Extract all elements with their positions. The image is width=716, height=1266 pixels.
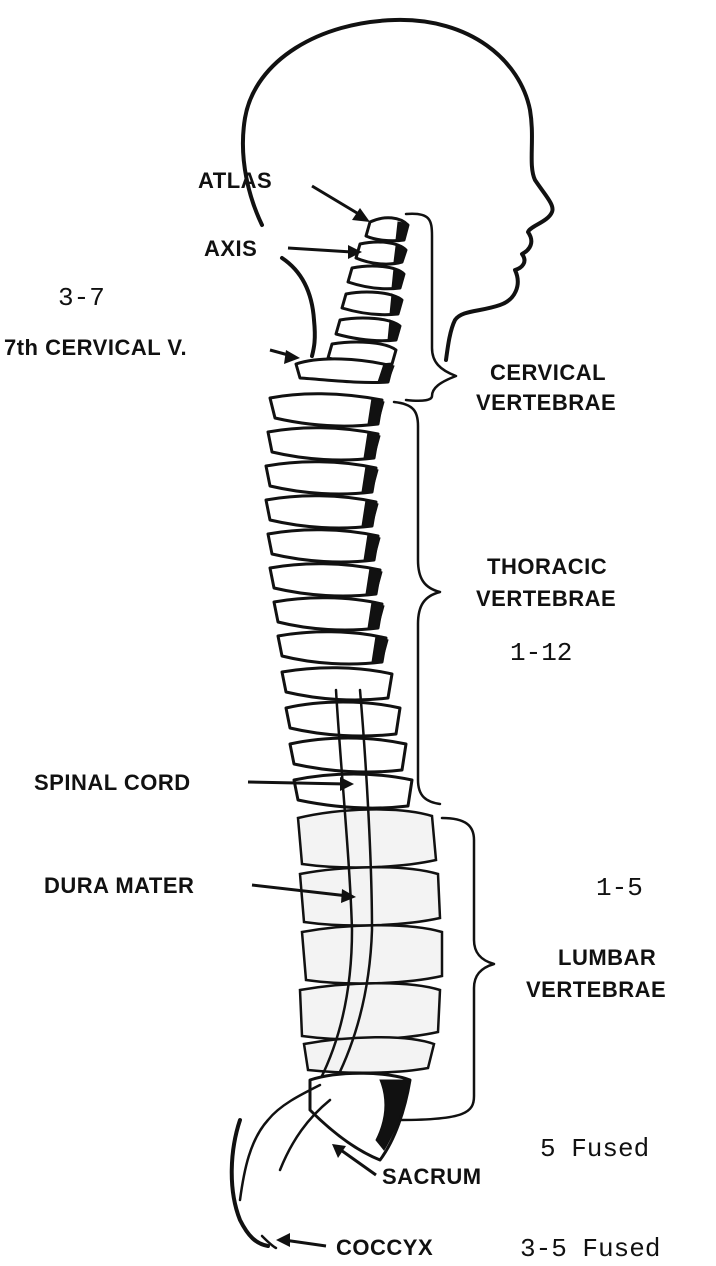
label-thoracic-1: THORACIC <box>487 554 607 579</box>
coccyx <box>232 1120 276 1248</box>
label-sacrum: SACRUM <box>382 1164 482 1189</box>
count-coccyx: 3-5 Fused <box>520 1234 660 1264</box>
count-cervical: 3-7 <box>58 283 105 313</box>
count-sacrum: 5 Fused <box>540 1134 649 1164</box>
count-thoracic: 1-12 <box>510 638 572 668</box>
label-cervical-1: CERVICAL <box>490 360 606 385</box>
neck-back-outline <box>282 258 315 356</box>
cervical-brace <box>406 214 456 401</box>
label-lumbar-1: LUMBAR <box>558 945 656 970</box>
label-atlas: ATLAS <box>198 168 272 193</box>
label-spinal-cord: SPINAL CORD <box>34 770 191 795</box>
label-c7: 7th CERVICAL V. <box>4 335 187 360</box>
label-axis: AXIS <box>204 236 257 261</box>
label-coccyx: COCCYX <box>336 1235 433 1260</box>
label-cervical-2: VERTEBRAE <box>476 390 616 415</box>
label-thoracic-2: VERTEBRAE <box>476 586 616 611</box>
label-dura-mater: DURA MATER <box>44 873 194 898</box>
spinal-cord-arrow <box>248 782 346 784</box>
count-lumbar: 1-5 <box>596 873 643 903</box>
coccyx-arrow <box>284 1240 326 1246</box>
atlas-arrow <box>312 186 362 216</box>
label-lumbar-2: VERTEBRAE <box>526 977 666 1002</box>
axis-arrow <box>288 248 352 252</box>
